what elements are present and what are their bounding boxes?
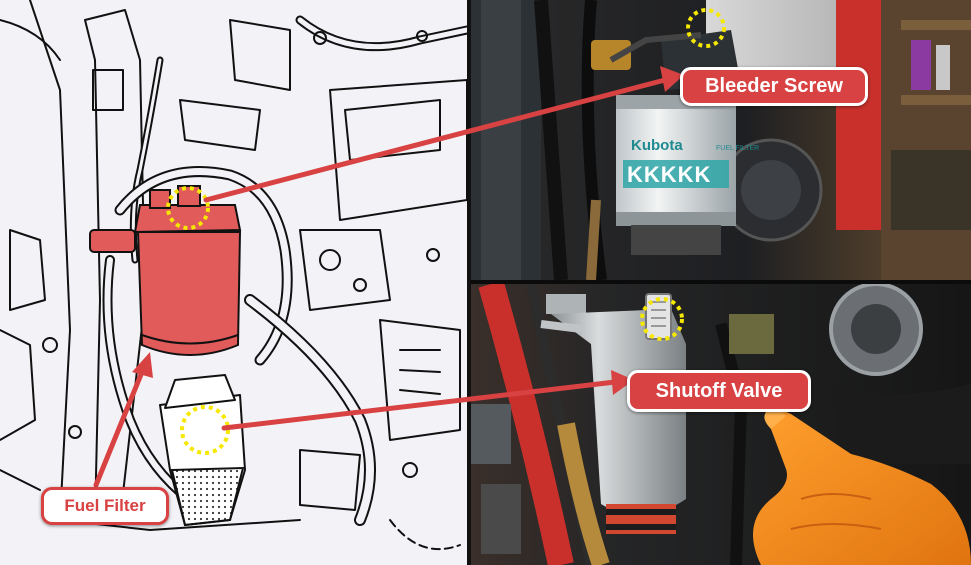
photo-divider [471, 280, 971, 284]
fuel-filter-drawing [89, 185, 242, 356]
filter-photo-illustration: Kubota KKKKK FUEL FILTER [471, 0, 971, 280]
valve-photo-illustration [471, 284, 971, 565]
shutoff-photo-marker-icon [640, 297, 684, 341]
gloved-hand [753, 409, 971, 565]
bleeder-screw-label: Bleeder Screw [680, 67, 868, 106]
line-drawing-panel [0, 0, 467, 565]
panel-divider [467, 0, 471, 565]
shutoff-valve-photo [471, 284, 971, 565]
filter-side-text: FUEL FILTER [716, 145, 759, 152]
fuel-filter-label: Fuel Filter [41, 487, 169, 525]
bleeder-marker-icon [166, 186, 210, 230]
engine-line-drawing [0, 0, 467, 551]
filter-brand-pattern: KKKKK [627, 162, 711, 187]
bleeder-photo-marker-icon [686, 8, 726, 48]
bleeder-screw-photo: Kubota KKKKK FUEL FILTER [471, 0, 971, 280]
filter-brand-logo: Kubota [631, 137, 683, 154]
shutoff-valve-label: Shutoff Valve [627, 370, 811, 412]
